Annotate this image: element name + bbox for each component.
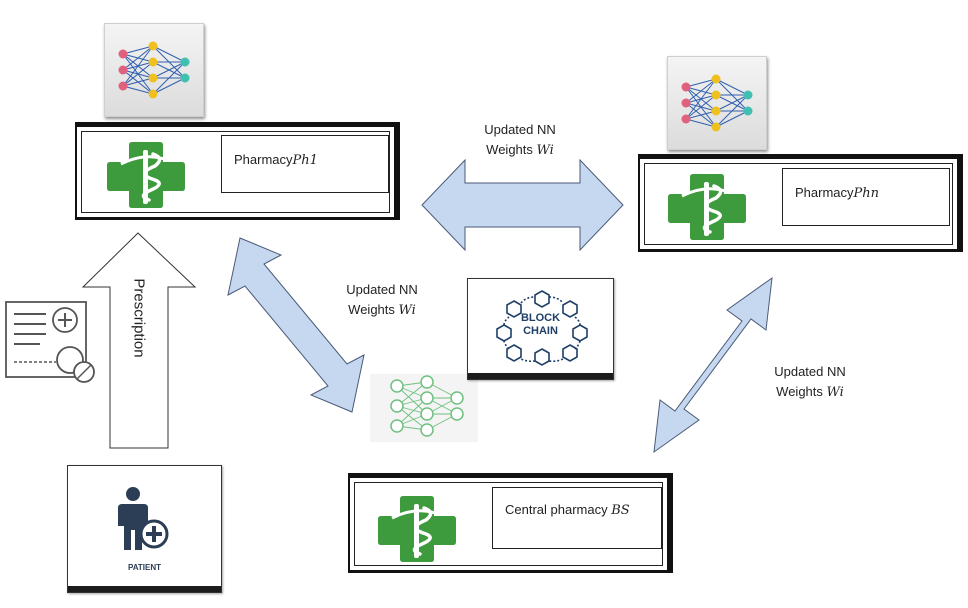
weights-label-right-text: Weights <box>776 384 827 399</box>
weights-label-right-line1: Updated NN <box>774 364 846 379</box>
blockchain-panel: BLOCK CHAIN <box>467 278 614 380</box>
weights-label-right-var: Wi <box>826 385 844 400</box>
weights-label-top-var: Wi <box>536 143 554 158</box>
pharmacy-ph1-label-var: Ph1 <box>292 153 318 168</box>
pharmacy-cross-icon <box>378 496 456 562</box>
weights-label-left-text: Weights <box>348 302 399 317</box>
prescription-label: Prescription <box>130 278 148 358</box>
blockchain-text-line1: BLOCK <box>520 312 561 324</box>
blockchain-text-line2: CHAIN <box>523 325 558 337</box>
pharmacy-phn-inner <box>644 163 953 245</box>
patient-panel-strip <box>68 586 221 592</box>
nn-weights-icon-phn <box>667 56 767 150</box>
weights-label-top-text: Weights <box>486 142 537 157</box>
central-pharmacy-label: Central pharmacy BS <box>492 487 662 549</box>
pharmacy-ph1-inner <box>81 131 390 213</box>
blockchain-panel-strip <box>468 373 613 379</box>
central-neural-network-icon <box>370 374 478 442</box>
patient-panel: PATIENT <box>67 465 222 593</box>
pharmacy-phn-label-text: Pharmacy <box>795 185 854 200</box>
prescription-document-icon <box>5 301 95 383</box>
pharmacy-phn-label-var: Phn <box>853 186 880 201</box>
central-pharmacy-label-text: Central pharmacy <box>505 502 612 517</box>
central-pharmacy-inner <box>354 482 663 566</box>
weights-label-right: Updated NN Weights Wi <box>758 362 862 403</box>
double-arrow-left <box>227 237 365 413</box>
blockchain-text: BLOCK CHAIN <box>468 312 613 338</box>
pharmacy-phn-label: PharmacyPhn <box>782 168 950 226</box>
blockchain-ring-icon <box>496 290 588 366</box>
weights-label-left: Updated NN Weights Wi <box>330 280 434 321</box>
pharmacy-ph1-label-text: Pharmacy <box>234 152 293 167</box>
weights-label-top: Updated NN Weights Wi <box>468 120 572 161</box>
pharmacy-cross-icon <box>107 142 185 208</box>
central-pharmacy-label-var: BS <box>611 503 630 518</box>
pharmacy-phn-node: PharmacyPhn <box>638 154 963 252</box>
double-arrow-top <box>421 158 624 252</box>
pharmacy-cross-icon <box>668 174 746 240</box>
neural-network-icon <box>681 74 753 132</box>
central-pharmacy-node: Central pharmacy BS <box>348 473 673 573</box>
patient-icon <box>118 487 169 550</box>
weights-label-top-line1: Updated NN <box>484 122 556 137</box>
neural-network-icon <box>118 41 190 99</box>
double-arrow-right <box>653 276 773 454</box>
patient-label: PATIENT <box>127 563 162 572</box>
prescription-arrow <box>81 232 197 449</box>
weights-label-left-line1: Updated NN <box>346 282 418 297</box>
nn-weights-icon-ph1 <box>104 23 204 117</box>
pharmacy-ph1-node: PharmacyPh1 <box>75 122 400 220</box>
weights-label-left-var: Wi <box>398 303 416 318</box>
pharmacy-ph1-label: PharmacyPh1 <box>221 135 389 193</box>
